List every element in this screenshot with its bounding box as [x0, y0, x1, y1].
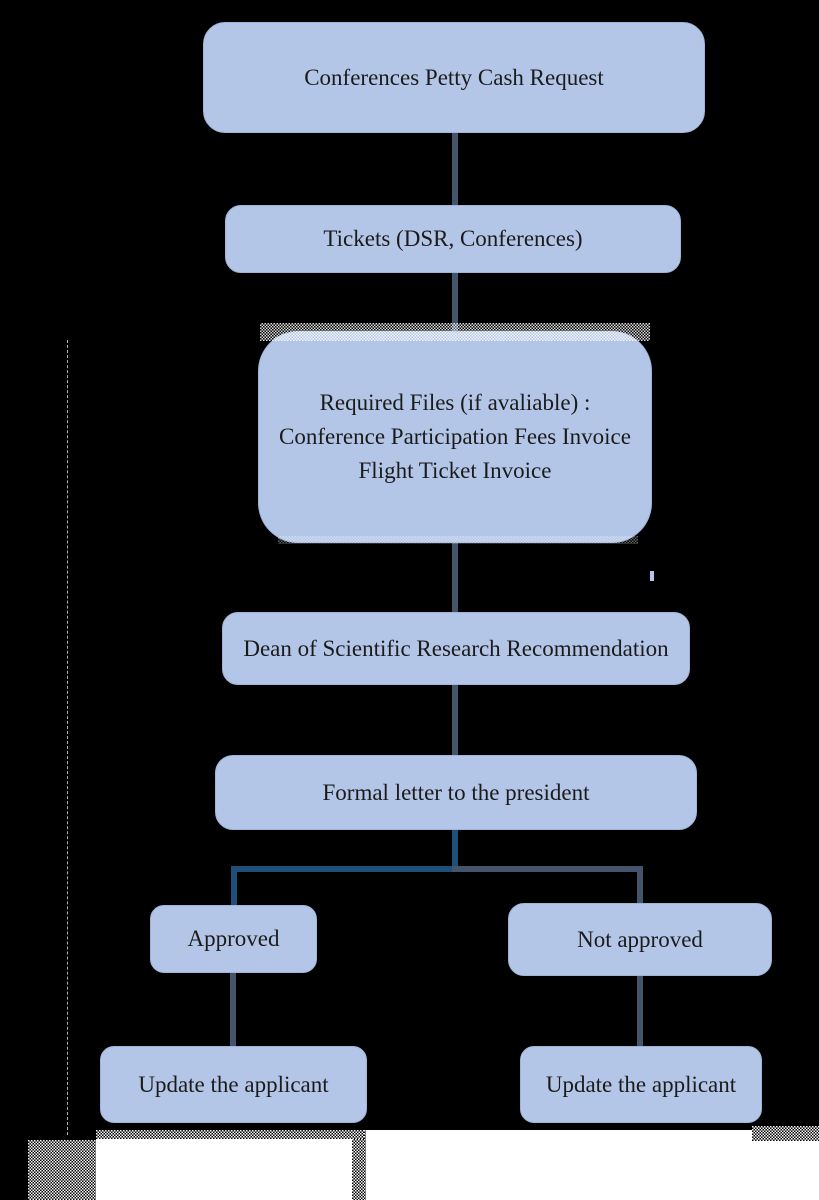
node-label: Tickets (DSR, Conferences)	[323, 226, 583, 251]
elbow-to-not-approved	[637, 866, 643, 905]
connector-start-to-tickets	[452, 131, 458, 207]
noise-band-required-files-top	[260, 323, 650, 341]
elbow-to-approved	[231, 866, 237, 907]
node-label: Approved	[187, 926, 280, 951]
node-label: Dean of Scientific Research Recommendati…	[243, 635, 669, 661]
connector-approved-to-update	[230, 971, 236, 1048]
node-tickets-dsr-conferences: Tickets (DSR, Conferences)	[225, 205, 681, 273]
dither-noise-bottom-right	[752, 1126, 819, 1141]
node-required-files: Required Files (if avaliable) : Conferen…	[258, 331, 652, 543]
node-conferences-petty-cash-request: Conferences Petty Cash Request	[203, 22, 705, 133]
node-label: Formal letter to the president	[322, 779, 590, 805]
connector-tickets-to-required-files	[452, 271, 458, 333]
connector-required-files-to-dean	[452, 541, 458, 614]
node-label: Not approved	[577, 926, 703, 952]
connector-not-approved-to-update	[637, 974, 643, 1048]
dither-noise-bottom-column	[352, 1130, 366, 1200]
node-approved: Approved	[150, 905, 317, 973]
node-label-line1: Required Files (if avaliable) :	[319, 390, 591, 415]
node-formal-letter: Formal letter to the president	[215, 755, 697, 830]
noise-band-required-files-bottom	[278, 536, 638, 544]
page-edge-dashed-line	[67, 340, 68, 1135]
node-label: Conferences Petty Cash Request	[304, 64, 604, 90]
node-label-line2: Conference Participation Fees Invoice	[279, 424, 631, 449]
node-label: Update the applicant	[545, 1071, 737, 1097]
branch-line-left	[231, 866, 458, 872]
connector-dean-to-formal-letter	[452, 683, 458, 757]
node-not-approved: Not approved	[508, 903, 772, 976]
dither-noise-bottom-left	[28, 1140, 96, 1200]
dither-noise-strip	[96, 1130, 364, 1139]
node-label-line3: Flight Ticket Invoice	[358, 458, 552, 483]
node-dean-recommendation: Dean of Scientific Research Recommendati…	[222, 612, 690, 685]
node-label: Update the applicant	[138, 1071, 329, 1097]
node-update-applicant-right: Update the applicant	[520, 1046, 762, 1123]
connector-formal-letter-stub	[452, 828, 458, 872]
node-update-applicant-left: Update the applicant	[100, 1046, 367, 1123]
branch-line-right	[452, 866, 643, 872]
page-bottom-white-strip	[96, 1130, 819, 1200]
stray-blue-artifact	[650, 571, 654, 581]
